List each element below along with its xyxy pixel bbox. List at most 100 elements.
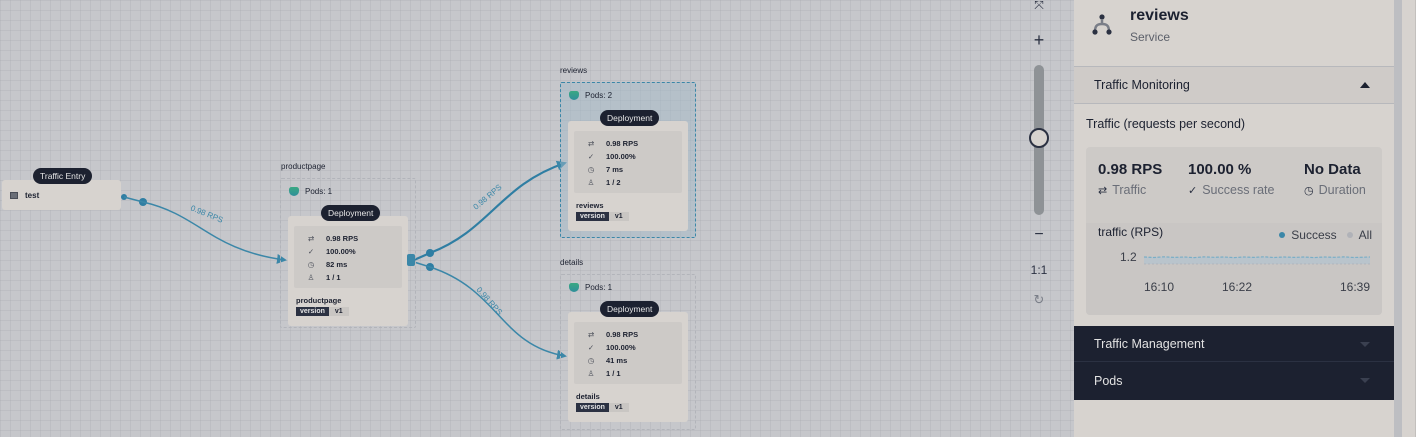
metrics-box: ⇄0.98 RPS ✓100.00% ◷82 ms ♙1 / 1 [294,226,402,288]
service-name: reviews [1130,7,1189,24]
deployment-card-details[interactable]: ⇄0.98 RPS ✓100.00% ◷41 ms ♙1 / 1 details… [568,312,688,422]
y-axis-tick: 1.2 [1120,250,1137,264]
version-tag: version v1 [576,403,629,412]
check-icon: ✓ [1188,184,1198,197]
stat-label: Success rate [1202,183,1275,197]
zoom-controls: ⤧ + − 1:1 ↻ [1026,0,1052,320]
traffic-entry-node[interactable]: test [2,180,121,210]
outbound-port [407,254,415,266]
stat-label: Duration [1318,183,1366,197]
legend-dot-all [1346,232,1353,238]
fit-view-icon[interactable]: ⤧ [1034,0,1044,12]
traffic-icon: ⇄ [1098,184,1108,197]
edge-label: 0.98 RPS [475,285,505,316]
legend-dot-success [1279,232,1286,238]
x-axis-tick: 16:39 [1340,280,1371,294]
x-axis-tick: 16:10 [1144,280,1175,294]
stat-success-rate: 100.00 % ✓ Success rate [1188,161,1274,197]
stat-value: No Data [1304,161,1361,178]
check-icon: ✓ [587,152,595,161]
latency-value: 7 ms [606,165,624,174]
rps-value: 0.98 RPS [606,330,639,339]
tag-key: version [576,212,609,221]
zoom-in-button[interactable]: + [1033,30,1045,50]
stat-value: 100.00 % [1188,161,1252,178]
accordion-traffic-monitoring[interactable]: Traffic Monitoring [1074,66,1394,104]
panel-header: reviews Service [1074,0,1394,66]
clock-icon: ◷ [307,260,315,269]
stat-traffic: 0.98 RPS ⇄Traffic [1098,161,1162,197]
success-value: 100.00% [606,152,636,161]
edge-productpage-details [413,261,567,360]
service-type: Service [1130,30,1171,44]
success-value: 100.00% [326,247,356,256]
entry-name: test [25,190,40,200]
service-group-details[interactable]: Pods: 1 [560,274,696,430]
service-title: productpage [281,162,326,171]
latency-value: 82 ms [326,260,348,269]
edge-label: 0.98 RPS [472,183,504,212]
check-icon: ✓ [587,343,595,352]
stat-duration: No Data ◷ Duration [1304,161,1366,197]
pods-count: Pods: 1 [289,187,332,196]
deployment-card-productpage[interactable]: ⇄0.98 RPS ✓100.00% ◷82 ms ♙1 / 1 product… [288,216,408,326]
detail-panel: reviews Service Traffic Monitoring Traff… [1074,0,1394,437]
metrics-box: ⇄ 0.98 RPS ✓ 100.00% ◷ 7 ms ♙ 1 / 2 [574,131,682,193]
tag-value: v1 [328,307,349,316]
reset-scale-button[interactable]: 1:1 [1030,263,1048,277]
zoom-out-button[interactable]: − [1034,226,1044,243]
traffic-stats-card: 0.98 RPS ⇄Traffic 100.00 % ✓ Success rate… [1086,147,1382,315]
traffic-icon: ⇄ [587,330,595,339]
clock-icon: ◷ [587,165,595,174]
gateway-icon [10,191,18,199]
legend-all[interactable]: All [1358,228,1372,242]
tag-key: version [576,403,609,412]
refresh-icon[interactable]: ↻ [1033,292,1045,307]
latency-value: 41 ms [606,356,628,365]
chevron-down-icon [1360,342,1370,347]
pods-label: Pods: 1 [585,283,613,292]
zoom-slider-handle[interactable] [1029,128,1049,148]
replicas-value: 1 / 1 [606,369,621,378]
rps-value: 0.98 RPS [606,139,639,148]
chart-legend: Success All [1269,228,1372,242]
accordion-pods[interactable]: Pods [1074,362,1394,400]
clock-icon: ◷ [1304,184,1314,197]
metrics-box: ⇄0.98 RPS ✓100.00% ◷41 ms ♙1 / 1 [574,322,682,384]
replicas-icon: ♙ [587,369,595,378]
edge-test-productpage [123,196,287,264]
legend-success[interactable]: Success [1291,228,1337,242]
service-group-productpage[interactable]: Pods: 1 [280,178,416,328]
tag-value: v1 [608,403,629,412]
tag-value: v1 [608,212,629,221]
service-title: details [560,258,584,267]
deployment-badge: Deployment [600,301,660,317]
panel-scrollbar[interactable] [1394,0,1402,437]
replicas-value: 1 / 2 [606,178,621,187]
health-icon [569,283,579,292]
stat-value: 0.98 RPS [1098,161,1163,178]
workload-name: details [576,392,600,401]
workload-name: productpage [296,296,342,305]
traffic-icon: ⇄ [307,234,315,243]
health-icon [289,187,299,196]
deployment-badge: Deployment [321,205,381,221]
health-icon [569,91,579,100]
accordion-traffic-management[interactable]: Traffic Management [1074,326,1394,362]
traffic-entry-badge: Traffic Entry [33,168,93,184]
replicas-value: 1 / 1 [326,273,341,282]
deployment-card-reviews[interactable]: ⇄0.98 RPS ✓100.00% ◷7 ms ♙1 / 2 reviews … [568,121,688,231]
version-tag: version v1 [576,212,629,221]
pods-count: Pods: 2 [569,91,612,100]
topology-canvas[interactable]: 0.98 RPS 0.98 RPS 0.98 RPS test Traffic … [0,0,1074,437]
pods-count: Pods: 1 [569,283,612,292]
service-icon [1092,14,1112,35]
pods-label: Pods: 1 [305,187,333,196]
edge-label: 0.98 RPS [189,204,224,225]
sparkline [1144,256,1370,265]
replicas-icon: ♙ [587,178,595,187]
version-tag: version v1 [296,307,349,316]
edges-layer: 0.98 RPS 0.98 RPS 0.98 RPS [121,160,567,360]
traffic-icon: ⇄ [587,139,595,148]
chevron-up-icon [1360,82,1370,88]
